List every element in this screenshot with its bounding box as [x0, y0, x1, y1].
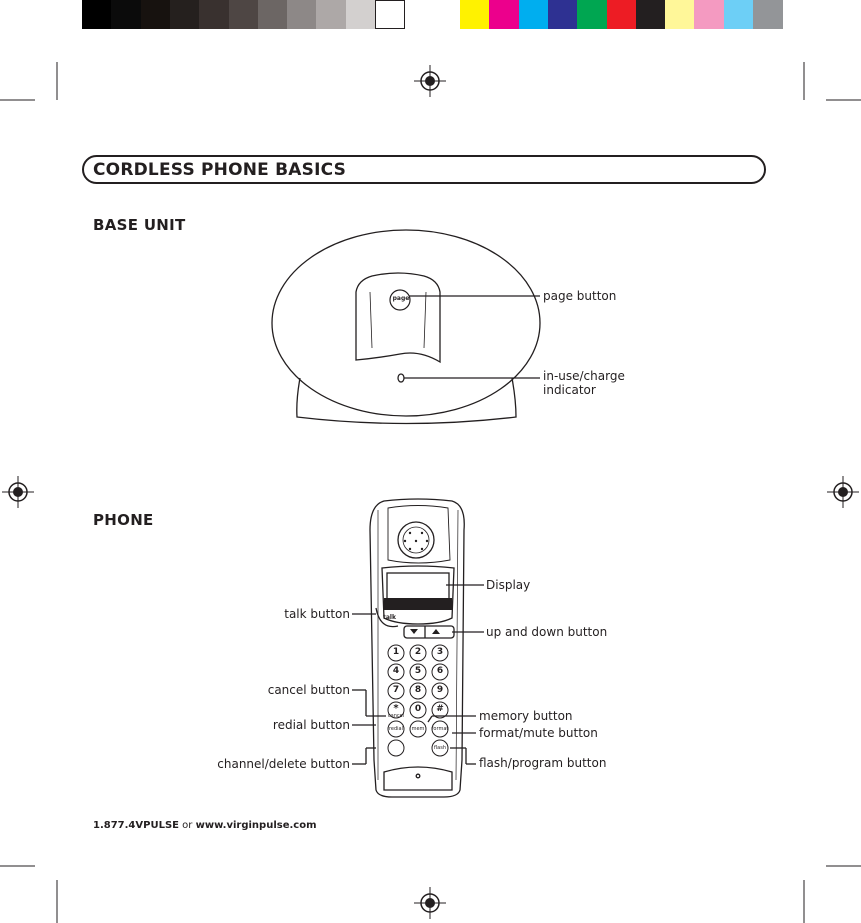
- footer: 1.877.4VPULSE or www.virginpulse.com: [93, 820, 317, 831]
- color-swatch: [635, 0, 666, 29]
- label-channel-delete-button: channel/delete button: [217, 757, 350, 771]
- color-swatch: [518, 0, 549, 29]
- registration-mark-bottom: [414, 887, 446, 919]
- section-title: CORDLESS PHONE BASICS: [93, 160, 347, 180]
- key-0: 0: [414, 704, 422, 714]
- key-4: 4: [392, 666, 400, 676]
- phone-heading: PHONE: [93, 511, 154, 529]
- gray-swatch: [316, 0, 347, 29]
- label-format-mute-button: format/mute button: [479, 726, 598, 740]
- label-indicator-line2: indicator: [543, 383, 596, 397]
- gray-swatch: [82, 0, 112, 29]
- color-swatch: [460, 0, 490, 29]
- key-7: 7: [392, 685, 400, 695]
- base-unit-heading: BASE UNIT: [93, 216, 186, 234]
- color-swatch: [547, 0, 578, 29]
- format-key-label: format: [431, 726, 449, 732]
- key-6: 6: [436, 666, 444, 676]
- key-9: 9: [436, 685, 444, 695]
- page-key-label: page: [392, 295, 410, 302]
- label-page-button: page button: [543, 289, 617, 303]
- color-swatch: [606, 0, 637, 29]
- footer-conjunction: or: [182, 820, 193, 831]
- gray-swatch: [375, 0, 405, 29]
- gray-swatch: [228, 0, 259, 29]
- key-1: 1: [392, 647, 400, 657]
- color-swatch: [723, 0, 754, 29]
- color-swatch: [577, 0, 608, 29]
- gray-swatch: [111, 0, 142, 29]
- gray-swatch: [169, 0, 200, 29]
- gray-swatch: [287, 0, 318, 29]
- gray-swatch: [199, 0, 230, 29]
- registration-mark-left: [2, 476, 34, 508]
- key-hash: #: [436, 704, 444, 714]
- color-swatch: [753, 0, 783, 29]
- flash-key-label: flash: [434, 745, 446, 751]
- label-indicator-line1: in-use/charge: [543, 369, 625, 383]
- footer-phone-number: 1.877.4VPULSE: [93, 820, 179, 831]
- registration-mark-top: [414, 65, 446, 97]
- gray-swatch: [345, 0, 376, 29]
- key-3: 3: [436, 647, 444, 657]
- key-2: 2: [414, 647, 422, 657]
- color-swatch: [489, 0, 520, 29]
- memory-key-label: mem: [411, 726, 425, 732]
- label-memory-button: memory button: [479, 709, 573, 723]
- registration-mark-right: [827, 476, 859, 508]
- color-swatch: [694, 0, 725, 29]
- page-key: [389, 289, 411, 311]
- talk-key-label: talk: [383, 614, 396, 621]
- footer-url[interactable]: www.virginpulse.com: [195, 820, 317, 831]
- label-cancel-button: cancel button: [267, 683, 350, 697]
- label-talk-button: talk button: [284, 607, 350, 621]
- label-up-down-button: up and down button: [486, 625, 608, 639]
- color-swatch: [665, 0, 696, 29]
- gray-swatch: [257, 0, 288, 29]
- label-display: Display: [486, 578, 531, 592]
- label-redial-button: redial button: [272, 718, 350, 732]
- key-8: 8: [414, 685, 422, 695]
- section-header: CORDLESS PHONE BASICS: [82, 155, 766, 184]
- redial-key-label: redial: [388, 726, 404, 732]
- key-5: 5: [414, 666, 422, 676]
- key-star: *: [393, 703, 399, 714]
- gray-swatch: [140, 0, 171, 29]
- label-flash-program-button: flash/program button: [479, 756, 607, 770]
- cancel-key-label: cancel: [387, 713, 405, 719]
